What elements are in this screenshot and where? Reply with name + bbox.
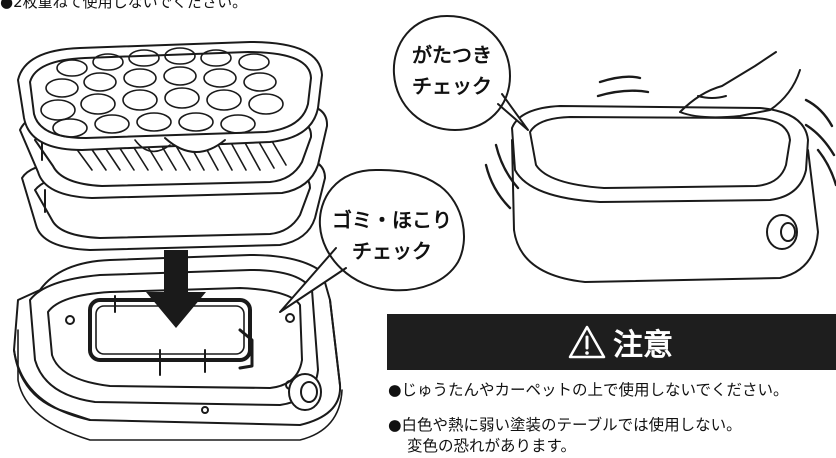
dust-bubble-text: ゴミ・ほこり チェック [322,205,462,267]
caution-banner [387,314,836,370]
warning-triangle-icon [568,325,606,359]
caution-item-2-sub: 変色の恐れがあります。 [407,437,576,455]
hand-drawing [679,51,801,119]
dust-line-1: ゴミ・ほこり [332,208,452,232]
wobble-check-bubble [392,15,529,131]
hotplate-base-drawing [13,254,343,441]
caution-item-1: ●じゅうたんやカーペットの上で使用しないでください。 [388,381,789,399]
caution-item-2: ●白色や熱に弱い塗装のテーブルでは使用しない。 [388,416,742,434]
takoyaki-plate-drawing [17,41,323,153]
top-note: ●2枚重ねて使用しないでください。 [0,0,248,11]
dust-line-2: チェック [352,239,432,263]
wobble-bubble-text: がたつき チェック [400,40,504,102]
dust-check-bubble [279,169,465,313]
wobble-hotplate-drawing [511,105,819,283]
wobble-line-2: チェック [412,74,492,98]
wobble-line-1: がたつき [412,43,492,67]
shake-lines [484,75,836,210]
caution-title: 注意 [567,318,737,366]
down-arrow-icon [146,250,206,328]
caution-title-text: 注意 [613,328,673,363]
